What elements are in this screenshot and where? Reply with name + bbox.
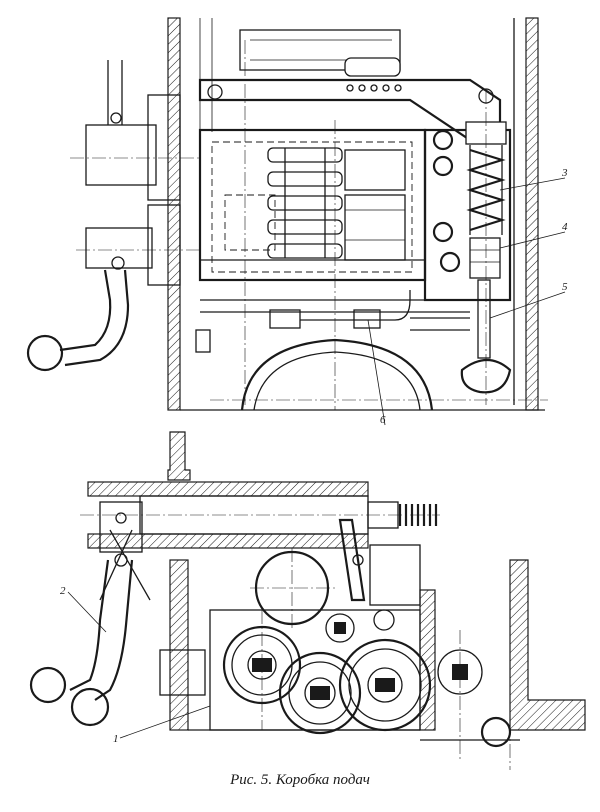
callout-3: 3 — [561, 167, 568, 179]
gear-block — [344, 194, 406, 261]
rod-knob — [460, 358, 512, 394]
sleeve-lower — [87, 533, 369, 549]
sleeve-upper — [87, 481, 369, 497]
gear-center — [278, 651, 362, 735]
upper-handle-hub — [85, 124, 157, 186]
callout-1: 1 — [113, 733, 119, 745]
gear-right — [338, 638, 432, 732]
lever-knob-1 — [29, 666, 67, 704]
gear-stack — [267, 147, 343, 259]
callout-5: 5 — [562, 281, 568, 293]
lower-handle-hub — [85, 227, 153, 269]
small-gear — [325, 613, 355, 643]
section-left-wall — [169, 559, 189, 731]
spring-housing — [423, 128, 512, 302]
callout-6: 6 — [380, 414, 386, 426]
valve-block — [369, 544, 421, 606]
adjusting-nut — [469, 237, 501, 279]
top-left-frame-wall — [167, 17, 181, 411]
shaft-thread — [398, 504, 438, 526]
lever-arm-upper — [69, 559, 110, 691]
shift-fork — [338, 518, 366, 602]
section-right-frame — [509, 559, 586, 731]
callout-4: 4 — [562, 221, 568, 233]
gear-chamber — [209, 609, 421, 731]
top-right-frame-wall — [525, 17, 539, 411]
figure-caption: Рис. 5. Коробка подач — [230, 772, 370, 788]
section-view — [29, 431, 586, 770]
coupling — [269, 309, 301, 329]
left-side-flange — [147, 94, 181, 201]
shaft-end-nut — [367, 501, 399, 529]
lever-knob-2 — [70, 687, 110, 727]
crank-knob — [26, 334, 64, 372]
top-pulley — [344, 57, 401, 77]
bottom-shaft-gear — [480, 716, 512, 748]
crank-arm — [59, 269, 112, 352]
section-top-flange — [167, 431, 191, 481]
top-view — [26, 17, 566, 426]
lever-hub — [99, 501, 143, 553]
top-drive-housing — [239, 29, 401, 71]
vertical-rod — [477, 279, 491, 359]
lower-bearing-block — [159, 649, 206, 696]
side-gear — [437, 649, 483, 695]
callout-2: 2 — [60, 585, 66, 597]
small-bracket — [195, 329, 211, 353]
